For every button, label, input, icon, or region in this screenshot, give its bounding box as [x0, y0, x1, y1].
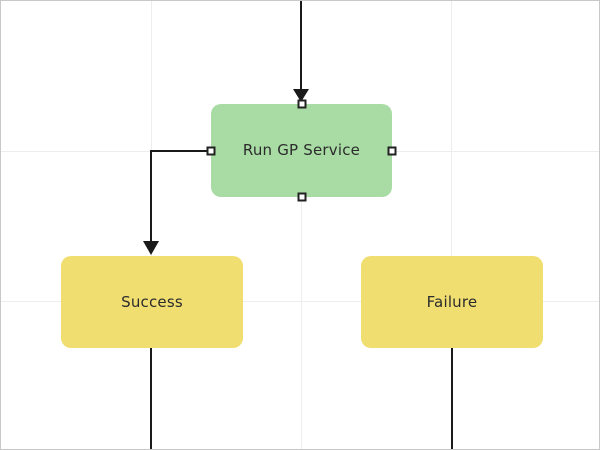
node-success[interactable]: Success	[61, 256, 243, 348]
node-label: Failure	[426, 292, 478, 311]
node-label: Run GP Service	[242, 141, 361, 159]
node-run-gp-service[interactable]: Run GP Service	[206, 99, 397, 202]
arrowhead-icon	[143, 241, 159, 255]
port-handle-left[interactable]	[206, 146, 216, 155]
port-handle-right[interactable]	[387, 146, 397, 155]
node-label: Success	[121, 292, 183, 311]
port-handle-top[interactable]	[297, 99, 306, 109]
edge-run-gp-service-to-success[interactable]	[150, 150, 212, 246]
arrowhead-icon	[293, 89, 309, 102]
port-handle-bottom[interactable]	[297, 192, 306, 202]
node-failure[interactable]: Failure	[361, 256, 543, 348]
